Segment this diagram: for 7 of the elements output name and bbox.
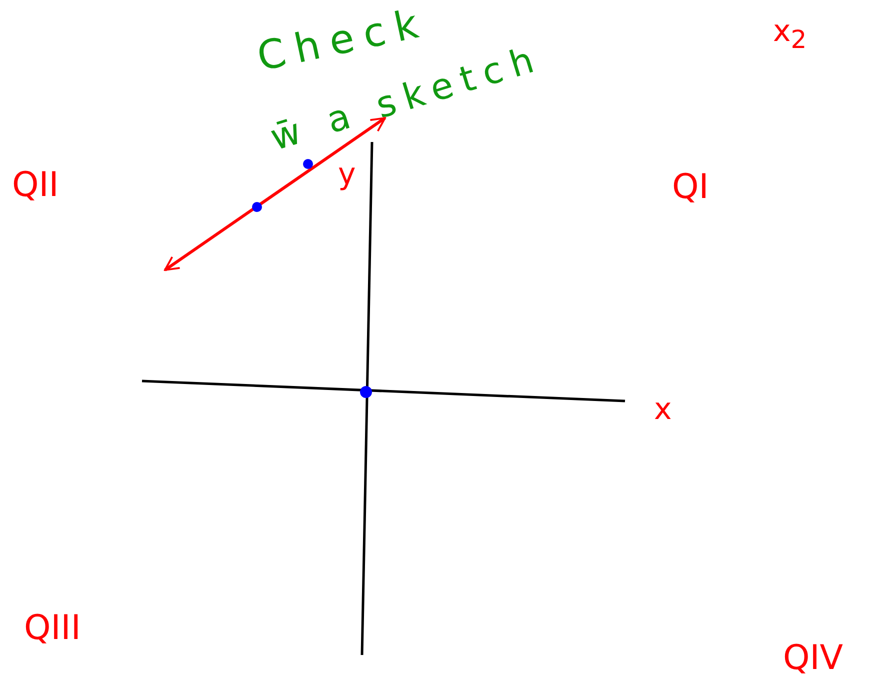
variable-label: x$_{2}$ <box>773 17 807 52</box>
axis-label: x <box>654 395 672 425</box>
quadrant-label: QII <box>12 168 59 202</box>
quadrant-label: QI <box>672 170 709 204</box>
quadrant-label: QIV <box>783 641 844 675</box>
quadrant-label: QIII <box>24 611 81 645</box>
axis-label: y <box>338 160 356 190</box>
